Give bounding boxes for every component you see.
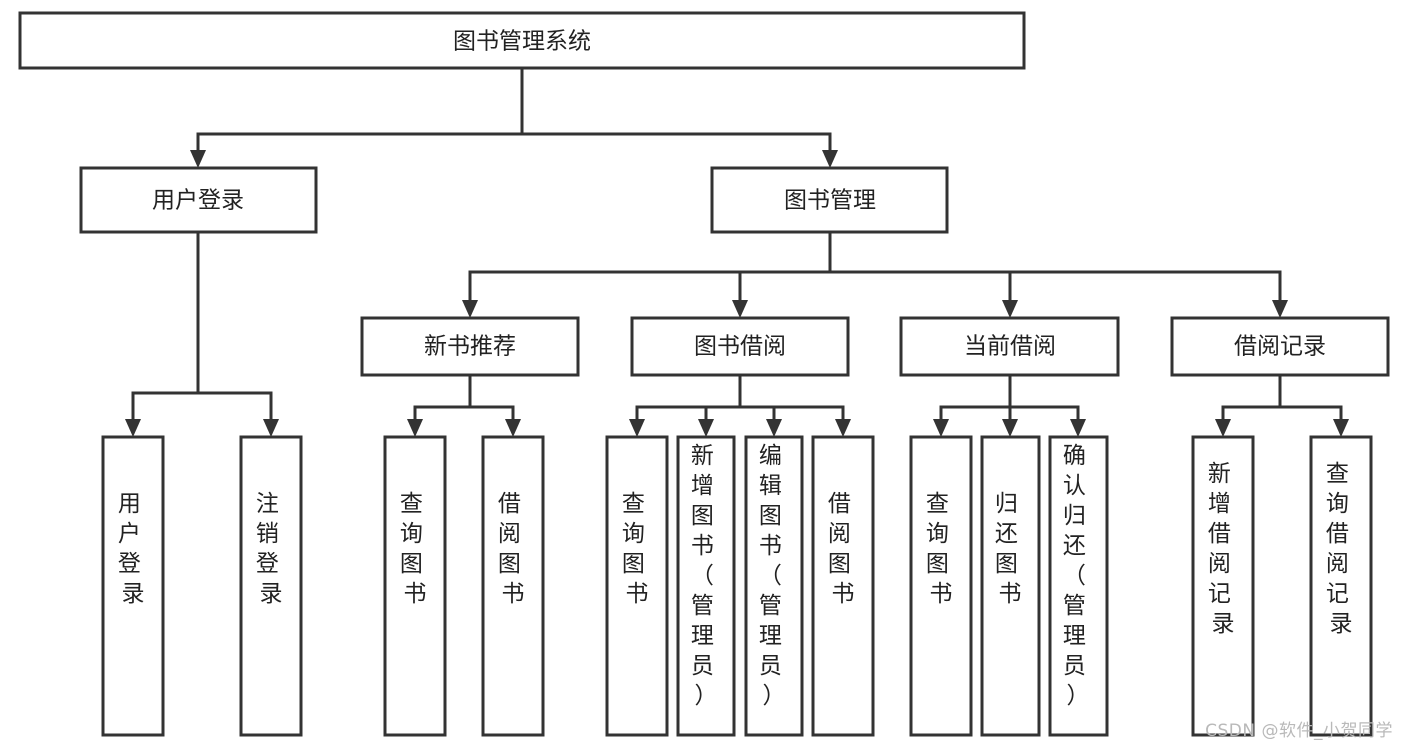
node-new-book-recommend[interactable]: 新书推荐 (360, 316, 580, 377)
node-leaf-query-book-1[interactable]: 查 询 图 书 (383, 435, 447, 737)
node-leaf-add-book[interactable]: 新 增 图 书 （ 管 理 员 ） (676, 435, 736, 737)
node-root-system[interactable]: 图书管理系统 (18, 11, 1026, 70)
node-leaf-query-book-3-box (909, 435, 973, 737)
connector-layer (125, 66, 1349, 437)
node-leaf-logout-label: 注 销 登 录 (256, 491, 286, 607)
node-leaf-user-login-box (101, 435, 165, 737)
arrow-head-icon (190, 150, 206, 168)
node-leaf-query-book-2-label: 查 询 图 书 (622, 491, 652, 607)
node-leaf-confirm-return[interactable]: 确 认 归 还 （ 管 理 员 ） (1048, 435, 1109, 737)
node-leaf-logout[interactable]: 注 销 登 录 (239, 435, 303, 737)
node-leaf-add-book-box (676, 435, 736, 737)
arrow-head-icon (1002, 419, 1018, 437)
node-current-borrow-label: 当前借阅 (964, 334, 1056, 360)
arrow-head-icon (822, 150, 838, 168)
arrow-head-icon (766, 419, 782, 437)
node-borrow-record[interactable]: 借阅记录 (1170, 316, 1390, 377)
node-leaf-query-borrow-record-label: 查 询 借 阅 记 录 (1326, 461, 1356, 637)
node-root-box (18, 11, 1026, 70)
node-leaf-add-borrow-record-label: 新 增 借 阅 记 录 (1208, 461, 1238, 637)
node-leaf-query-borrow-record-box (1309, 435, 1373, 737)
node-book-borrow[interactable]: 图书借阅 (630, 316, 850, 377)
node-leaf-borrow-book-2[interactable]: 借 阅 图 书 (811, 435, 875, 737)
node-book-borrow-label: 图书借阅 (694, 334, 786, 360)
node-leaf-edit-book-label: 编 辑 图 书 （ 管 理 员 ） (759, 443, 789, 709)
node-book-borrow-box (630, 316, 850, 377)
arrow-head-icon (835, 419, 851, 437)
node-leaf-confirm-return-label: 确 认 归 还 （ 管 理 员 ） (1063, 443, 1093, 709)
node-user-login-label: 用户登录 (152, 188, 244, 214)
node-root-label: 图书管理系统 (453, 29, 591, 55)
arrow-head-icon (1215, 419, 1231, 437)
node-leaf-query-borrow-record[interactable]: 查 询 借 阅 记 录 (1309, 435, 1373, 737)
node-current-borrow[interactable]: 当前借阅 (899, 316, 1120, 377)
node-leaf-return-book[interactable]: 归 还 图 书 (980, 435, 1041, 737)
node-leaf-edit-book[interactable]: 编 辑 图 书 （ 管 理 员 ） (744, 435, 804, 737)
arrow-head-icon (125, 419, 141, 437)
node-book-management[interactable]: 图书管理 (710, 166, 949, 234)
node-book-management-box (710, 166, 949, 234)
arrow-head-icon (1002, 300, 1018, 318)
node-leaf-query-book-3[interactable]: 查 询 图 书 (909, 435, 973, 737)
node-leaf-borrow-book-2-label: 借 阅 图 书 (828, 491, 858, 607)
node-leaf-query-book-2[interactable]: 查 询 图 书 (605, 435, 669, 737)
node-leaf-edit-book-box (744, 435, 804, 737)
arrow-head-icon (462, 300, 478, 318)
arrow-head-icon (263, 419, 279, 437)
arrow-head-icon (1070, 419, 1086, 437)
node-leaf-borrow-book-1-label: 借 阅 图 书 (498, 491, 528, 607)
node-user-login[interactable]: 用户登录 (79, 166, 318, 234)
node-leaf-confirm-return-box (1048, 435, 1109, 737)
arrow-head-icon (933, 419, 949, 437)
node-new-book-recommend-box (360, 316, 580, 377)
node-leaf-add-book-label: 新 增 图 书 （ 管 理 员 ） (691, 443, 721, 709)
node-new-book-recommend-label: 新书推荐 (424, 334, 516, 360)
arrow-head-icon (732, 300, 748, 318)
arrow-head-icon (1333, 419, 1349, 437)
node-leaf-borrow-book-1[interactable]: 借 阅 图 书 (481, 435, 545, 737)
node-book-management-label: 图书管理 (784, 188, 876, 214)
node-current-borrow-box (899, 316, 1120, 377)
arrow-head-icon (698, 419, 714, 437)
node-leaf-query-book-1-label: 查 询 图 书 (400, 491, 430, 607)
node-borrow-record-box (1170, 316, 1390, 377)
node-leaf-return-book-label: 归 还 图 书 (995, 491, 1025, 607)
node-leaf-return-book-box (980, 435, 1041, 737)
arrow-head-icon (505, 419, 521, 437)
node-leaf-logout-box (239, 435, 303, 737)
node-leaf-add-borrow-record[interactable]: 新 增 借 阅 记 录 (1191, 435, 1255, 737)
node-borrow-record-label: 借阅记录 (1234, 334, 1326, 360)
node-leaf-user-login[interactable]: 用 户 登 录 (101, 435, 165, 737)
arrow-head-icon (407, 419, 423, 437)
arrow-head-icon (1272, 300, 1288, 318)
node-leaf-borrow-book-1-box (481, 435, 545, 737)
node-leaf-query-book-3-label: 查 询 图 书 (926, 491, 956, 607)
arrow-head-icon (629, 419, 645, 437)
node-leaf-add-borrow-record-box (1191, 435, 1255, 737)
node-leaf-query-book-1-box (383, 435, 447, 737)
node-user-login-box (79, 166, 318, 234)
node-leaf-borrow-book-2-box (811, 435, 875, 737)
node-leaf-user-login-label: 用 户 登 录 (118, 491, 148, 607)
node-leaf-query-book-2-box (605, 435, 669, 737)
